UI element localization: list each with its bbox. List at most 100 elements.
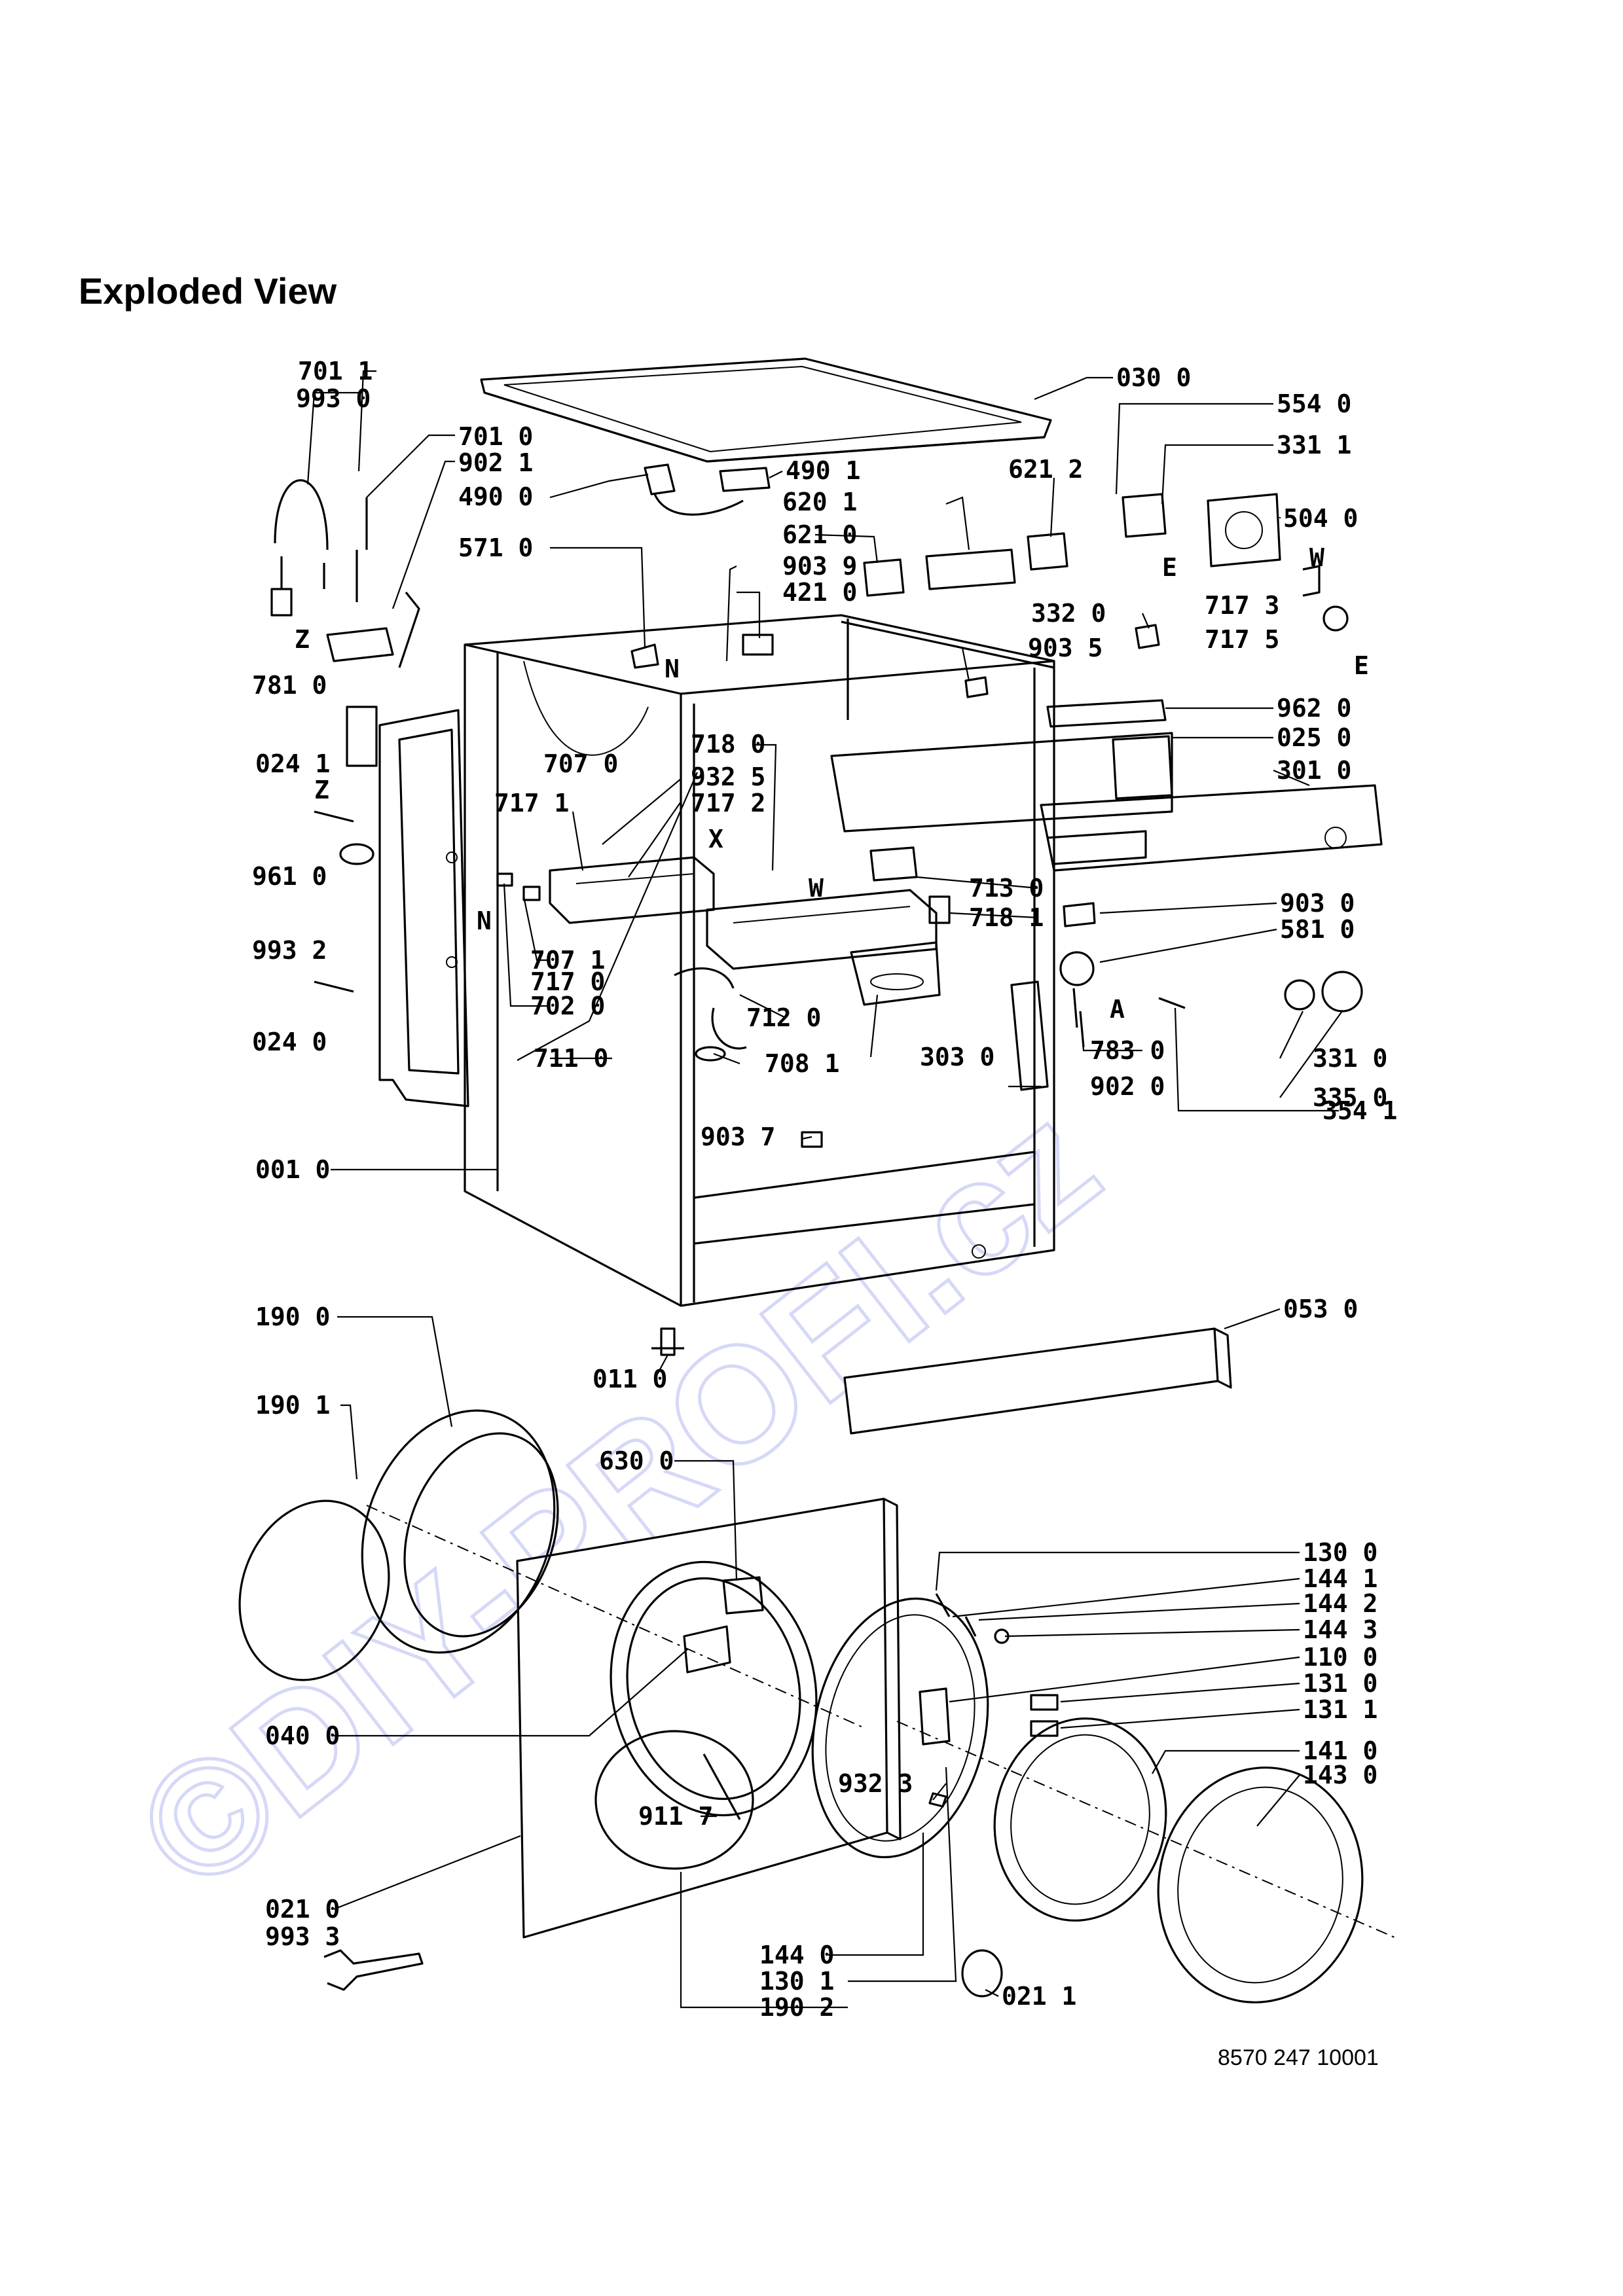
door-seal	[238, 1409, 865, 1729]
part-label: 701 1	[298, 357, 373, 386]
part-label: 190 2	[759, 1993, 834, 2022]
ref-letter: E	[1162, 553, 1177, 582]
part-label: 993 2	[252, 936, 327, 965]
part-label: 001 0	[255, 1155, 330, 1184]
part-label: 143 0	[1303, 1761, 1377, 1789]
part-label: 331 1	[1277, 431, 1351, 459]
part-label: 504 0	[1283, 504, 1358, 533]
part-label: 717 3	[1205, 591, 1279, 620]
part-label: 354 1	[1322, 1096, 1397, 1125]
top-cover	[480, 357, 1052, 463]
part-label: 717 1	[494, 789, 569, 817]
plinth	[843, 1327, 1232, 1435]
part-label: 932 3	[838, 1769, 913, 1798]
part-label: 053 0	[1283, 1295, 1358, 1323]
part-label: 962 0	[1277, 694, 1351, 723]
part-label: 903 5	[1028, 634, 1103, 662]
part-label: 554 0	[1277, 389, 1351, 418]
part-label: 490 0	[458, 482, 533, 511]
part-label: 713 0	[969, 874, 1044, 903]
part-label: 717 0	[530, 967, 605, 996]
ref-letter: A	[1110, 995, 1125, 1024]
part-label: 331 0	[1313, 1044, 1387, 1073]
part-label: 961 0	[252, 862, 327, 891]
ref-letter: Z	[314, 776, 329, 804]
part-label: 571 0	[458, 533, 533, 562]
front-panel	[516, 1498, 902, 1939]
part-label: 190 1	[255, 1391, 330, 1420]
part-label: 702 0	[530, 992, 605, 1020]
part-label: 711 0	[534, 1044, 608, 1073]
side-panel	[378, 709, 469, 1107]
dispenser-assembly	[549, 856, 941, 1050]
part-label: 712 0	[746, 1003, 821, 1032]
part-labels: 701 1 993 0 701 0 902 1 490 0 490 1 030 …	[252, 357, 1397, 2022]
part-label: 932 5	[691, 762, 765, 791]
part-label: 131 0	[1303, 1669, 1377, 1698]
cabinet-frame	[464, 614, 1055, 1307]
part-label: 707 0	[543, 749, 618, 778]
leader-lines	[306, 370, 1343, 2009]
part-label: 911 7	[638, 1802, 713, 1831]
reference-letters: Z N E W E Z X N W A	[295, 543, 1369, 1024]
part-label: 110 0	[1303, 1643, 1377, 1672]
part-label: 902 0	[1090, 1072, 1165, 1101]
part-label: 903 7	[701, 1122, 775, 1151]
part-label: 717 2	[691, 789, 765, 817]
ref-letter: N	[665, 655, 680, 683]
part-label: 620 1	[782, 488, 857, 516]
part-label: 783 0	[1090, 1036, 1165, 1065]
part-label: 131 1	[1303, 1695, 1377, 1724]
part-label: 902 1	[458, 448, 533, 477]
part-label: 144 3	[1303, 1615, 1377, 1644]
part-label: 021 0	[265, 1895, 340, 1924]
part-label: 144 0	[759, 1941, 834, 1969]
part-label: 707 1	[530, 946, 605, 975]
control-panel	[830, 732, 1383, 872]
part-label: 030 0	[1116, 363, 1191, 392]
part-label: 993 3	[265, 1922, 340, 1951]
page-title: Exploded View	[79, 270, 337, 312]
part-label: 701 0	[458, 422, 533, 451]
part-label: 332 0	[1031, 599, 1106, 628]
ref-letter: N	[477, 906, 492, 935]
part-label: 903 9	[782, 552, 857, 581]
part-label: 130 1	[759, 1967, 834, 1996]
ref-letter: W	[1309, 543, 1324, 572]
part-label: 144 1	[1303, 1564, 1377, 1593]
part-label: 621 0	[782, 520, 857, 549]
ref-letter: X	[708, 825, 723, 853]
part-label: 621 2	[1008, 455, 1083, 484]
part-label: 781 0	[252, 671, 327, 700]
part-label: 490 1	[786, 456, 860, 485]
part-label: 708 1	[765, 1049, 839, 1078]
part-label: 301 0	[1277, 756, 1351, 785]
part-label: 011 0	[593, 1365, 667, 1393]
part-label: 303 0	[920, 1043, 994, 1071]
door-glass	[896, 1717, 1395, 2003]
part-label: 024 0	[252, 1028, 327, 1056]
part-label: 630 0	[599, 1446, 674, 1475]
part-label: 421 0	[782, 578, 857, 607]
part-label: 190 0	[255, 1302, 330, 1331]
part-label: 025 0	[1277, 723, 1351, 752]
part-label: 040 0	[265, 1721, 340, 1750]
part-label: 718 0	[691, 730, 765, 759]
part-label: 903 0	[1280, 889, 1355, 918]
part-label: 130 0	[1303, 1538, 1377, 1567]
part-label: 718 1	[969, 903, 1044, 932]
part-label: 024 1	[255, 749, 330, 778]
part-label: 581 0	[1280, 915, 1355, 944]
part-label: 717 5	[1205, 625, 1279, 654]
part-label: 021 1	[1002, 1982, 1076, 2011]
part-label: 141 0	[1303, 1736, 1377, 1765]
ref-letter: W	[809, 874, 824, 903]
part-label: 993 0	[296, 384, 371, 413]
door-ring	[811, 1597, 989, 1859]
drawing-number: 8570 247 10001	[1218, 2045, 1379, 2070]
ref-letter: Z	[295, 625, 310, 654]
part-label: 335 0	[1313, 1083, 1387, 1112]
ref-letter: E	[1354, 651, 1369, 680]
part-label: 144 2	[1303, 1589, 1377, 1618]
